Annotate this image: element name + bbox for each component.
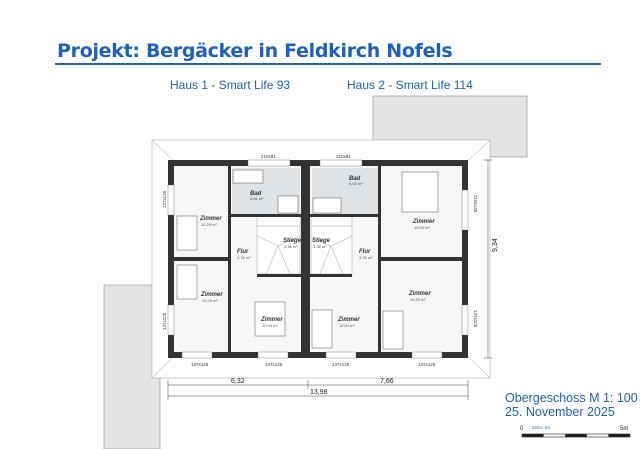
- room-area: 10,29 m²: [202, 298, 218, 303]
- room-name: Stiege: [312, 238, 331, 244]
- walls: [168, 160, 468, 358]
- staircase-right: [310, 215, 353, 275]
- room-area: 10,94 m²: [262, 323, 278, 328]
- window-label: 137x125: [265, 362, 283, 367]
- dimension-left-width: 6,32: [231, 378, 245, 385]
- staircase-left: [256, 215, 301, 275]
- dimension-total-width: 13,98: [310, 389, 328, 396]
- house-1-label: Haus 1 - Smart Life 93: [170, 78, 291, 92]
- scale-bar: [521, 433, 631, 438]
- room-name: Bad: [250, 191, 262, 197]
- room-name: Stiege: [283, 238, 302, 244]
- dimension-lines: [167, 159, 492, 400]
- dimension-right-width: 7,66: [380, 378, 394, 385]
- room-area: 10,29 m²: [201, 222, 217, 227]
- room-name: Zimmer: [408, 291, 431, 297]
- room-area: 3,76 m²: [359, 255, 373, 260]
- window-label: 137x125: [162, 190, 167, 208]
- room-name: Zimmer: [260, 317, 283, 323]
- window-label: 137x125: [332, 362, 350, 367]
- room-name: Bad: [349, 176, 361, 182]
- room-name: Flur: [237, 249, 249, 255]
- windows: [167, 159, 469, 359]
- dimension-depth: 9,34: [492, 238, 499, 252]
- room-area: 3,76 m²: [237, 255, 251, 260]
- project-title: Projekt: Bergäcker in Feldkirch Nofels: [57, 40, 453, 62]
- room-area: 3,36 m²: [284, 244, 298, 249]
- plan-info: Obergeschoss M 1: 100 25. November 2025: [505, 391, 638, 419]
- floor-scale: Obergeschoss M 1: 100: [505, 391, 638, 405]
- window-label: 210x125: [473, 195, 478, 213]
- room-area: 15,93 m²: [410, 297, 426, 302]
- room-area: 6,63 m²: [349, 181, 363, 186]
- window-label: 137x125: [473, 310, 478, 328]
- house-2-label: Haus 2 - Smart Life 114: [347, 78, 473, 92]
- plan-date: 25. November 2025: [505, 405, 615, 419]
- room-area: 5,81 m²: [250, 196, 264, 201]
- window-label: 210x91: [261, 154, 276, 159]
- scale-bar-end: 5m: [620, 426, 628, 432]
- room-name: Zimmer: [199, 216, 222, 222]
- room-name: Flur: [359, 249, 371, 255]
- drawn-by: Zchn: SA: [532, 425, 551, 430]
- room-name: Zimmer: [337, 317, 360, 323]
- title-underline: [55, 63, 601, 65]
- window-label: 137x125: [191, 362, 209, 367]
- window-label: 210x91: [336, 154, 351, 159]
- window-label: 137x125: [418, 362, 436, 367]
- room-area: 10,54 m²: [339, 323, 355, 328]
- room-name: Zimmer: [200, 292, 223, 298]
- furniture: [176, 169, 439, 350]
- room-area: 3,36 m²: [313, 244, 327, 249]
- neighbour-area-bottom: [103, 284, 161, 449]
- window-label: 137x125: [162, 312, 167, 330]
- room-area: 15,93 m²: [414, 225, 430, 230]
- scale-bar-start: 0: [520, 426, 524, 432]
- room-name: Zimmer: [412, 219, 435, 225]
